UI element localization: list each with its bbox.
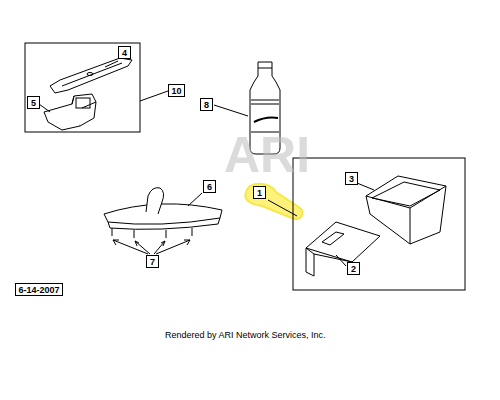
tabs <box>112 228 192 238</box>
callout-number: 3 <box>346 174 357 184</box>
bracket-flange <box>306 248 352 276</box>
mulch-plug-rim <box>108 218 220 229</box>
callout-box: 5 <box>27 96 40 109</box>
leader-line <box>188 193 202 206</box>
leader-line <box>357 183 374 190</box>
leader-line <box>268 200 297 216</box>
blade-edge <box>62 63 122 86</box>
chute-opening <box>372 182 440 206</box>
date-box: 6-14-2007 <box>15 283 63 296</box>
chute-edge <box>72 96 96 108</box>
leader-line <box>140 91 168 101</box>
callout-number: 2 <box>348 264 359 274</box>
credit-text: Rendered by ARI Network Services, Inc. <box>165 330 326 340</box>
kit-frame <box>25 43 140 132</box>
discharge-chute <box>366 176 446 244</box>
callout-box: 6 <box>203 180 216 193</box>
callout-number: 8 <box>201 100 212 110</box>
callout-number: 10 <box>169 86 184 96</box>
leader-line <box>336 255 346 266</box>
date-text: 6-14-2007 <box>16 285 62 295</box>
blade-hole <box>87 73 93 76</box>
callout-box: 1 <box>253 186 266 199</box>
callout-number: 7 <box>147 257 158 267</box>
bracket <box>306 222 380 262</box>
chute-body <box>72 94 96 126</box>
blade <box>50 58 132 93</box>
bottle-detail <box>251 62 279 132</box>
callout-number: 4 <box>119 48 130 58</box>
leader-line <box>39 104 50 112</box>
callout-number: 5 <box>28 98 39 108</box>
bottle-logo <box>254 118 278 123</box>
callout-arrows <box>113 240 190 254</box>
highlight <box>245 184 302 219</box>
callout-box: 4 <box>118 46 131 59</box>
callout-box: 10 <box>168 84 185 97</box>
bracket-slot <box>322 232 344 245</box>
callout-box: 8 <box>200 98 213 111</box>
callout-box: 7 <box>146 255 159 268</box>
leader-line <box>105 61 118 67</box>
kit-frame <box>293 158 465 290</box>
mulch-handle <box>146 188 164 214</box>
watermark: ARI <box>224 126 310 184</box>
mulch-plug <box>104 204 222 224</box>
callout-number: 6 <box>204 182 215 192</box>
chute-mount <box>76 98 90 108</box>
callout-number: 1 <box>254 188 265 198</box>
callout-box: 2 <box>347 262 360 275</box>
leader-line <box>214 105 248 116</box>
callout-box: 3 <box>345 172 358 185</box>
